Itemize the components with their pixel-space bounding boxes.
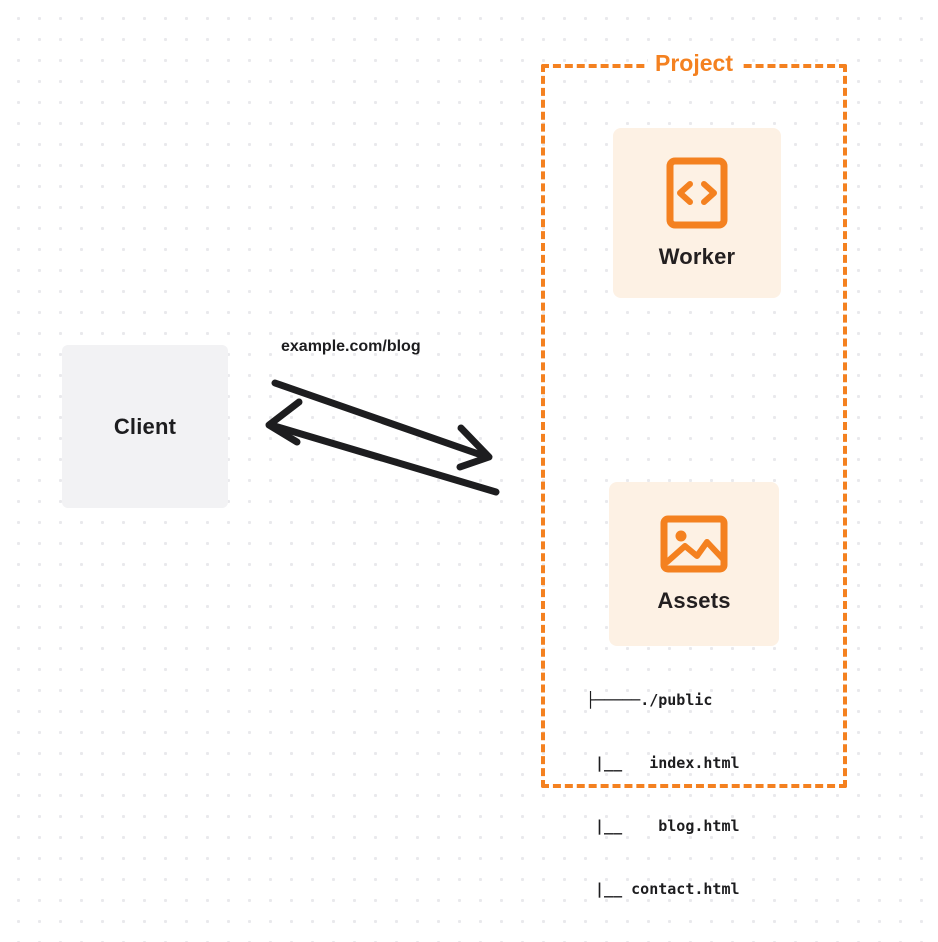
- arrow-right-icon: [271, 379, 493, 471]
- file-tree-name: ./public: [640, 691, 713, 709]
- file-tree-row: |__ blog.html: [586, 816, 740, 837]
- code-brackets-icon: [666, 157, 728, 229]
- diagram-canvas: Client example.com/blog Project Worker: [62, 49, 847, 898]
- file-tree-name: blog.html: [631, 817, 740, 835]
- file-tree-row: |__ contact.html: [586, 879, 740, 900]
- file-tree-branch: ├─────: [586, 691, 641, 709]
- file-tree-name: contact.html: [631, 880, 740, 898]
- project-title: Project: [648, 49, 740, 77]
- asset-file-tree: ├─────./public |__ index.html |__ blog.h…: [586, 648, 740, 942]
- arrow-left-icon: [265, 398, 500, 496]
- project-container: Project Worker Assets ├─────./public |__…: [541, 49, 847, 898]
- file-tree-branch: |__: [586, 754, 632, 772]
- client-node[interactable]: Client: [62, 345, 228, 508]
- file-tree-branch: |__: [586, 880, 632, 898]
- connector-arrows: [265, 379, 500, 496]
- connector-label: example.com/blog: [281, 338, 421, 355]
- assets-label: Assets: [657, 588, 731, 613]
- worker-label: Worker: [658, 244, 736, 269]
- image-icon: [660, 515, 728, 573]
- file-tree-row: ├─────./public: [586, 690, 740, 711]
- assets-node[interactable]: Assets: [609, 482, 779, 646]
- file-tree-row: |__ index.html: [586, 753, 740, 774]
- client-label: Client: [113, 413, 177, 439]
- file-tree-name: index.html: [631, 754, 740, 772]
- worker-node[interactable]: Worker: [613, 128, 781, 298]
- file-tree-branch: |__: [586, 817, 632, 835]
